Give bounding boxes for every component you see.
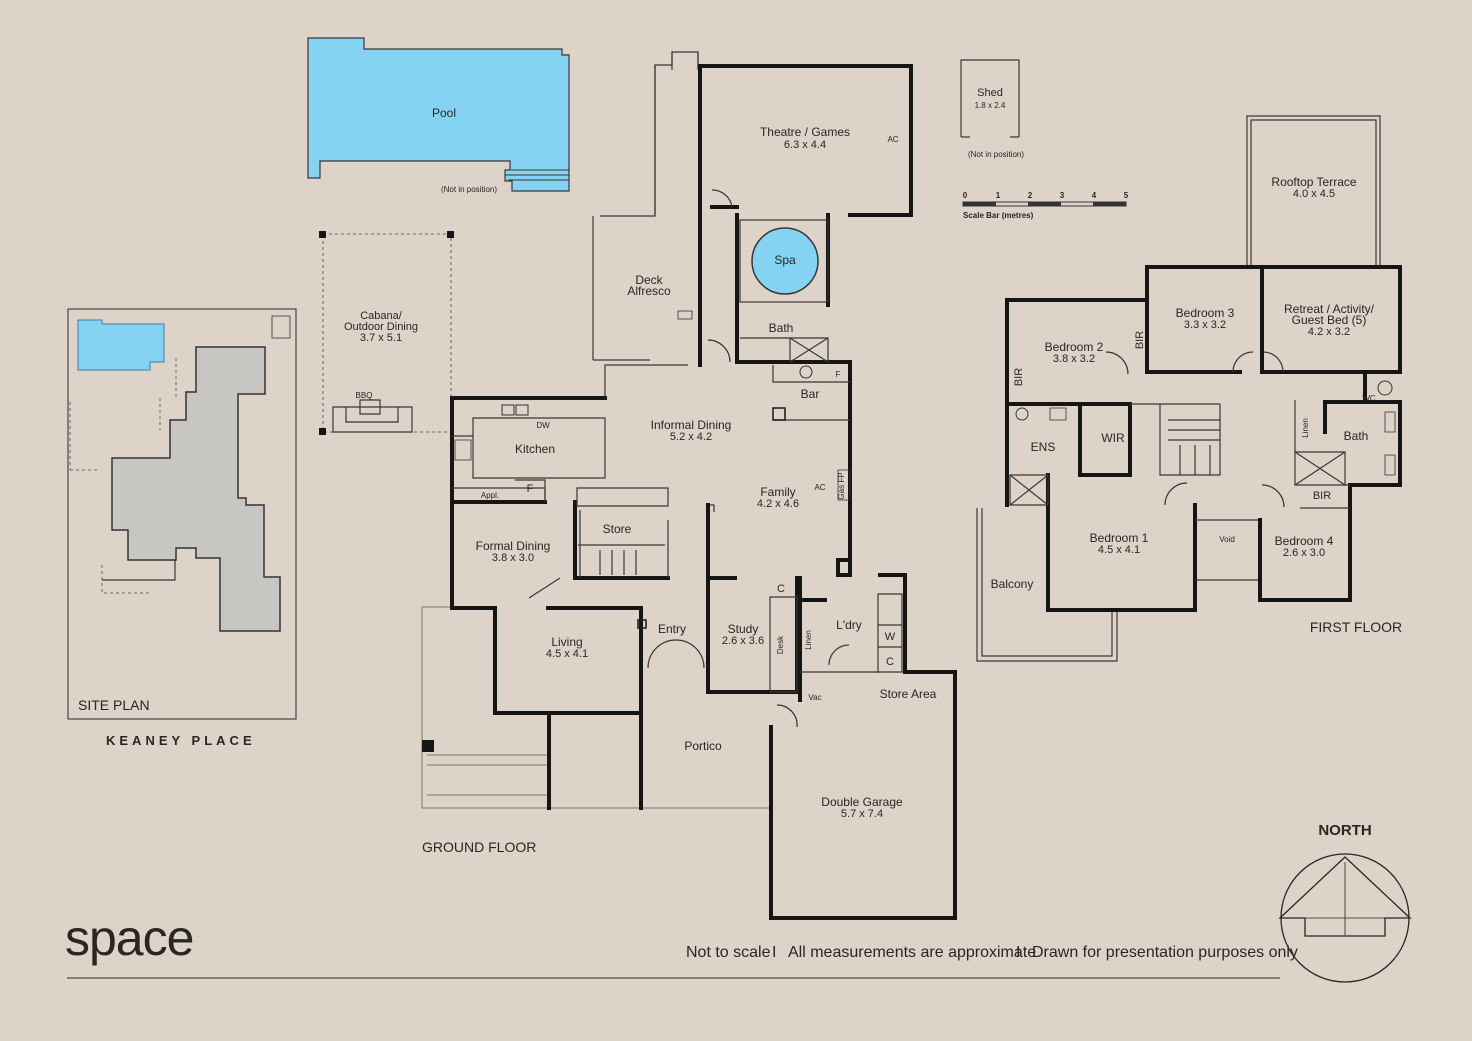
footer-note-2: All measurements are approximate <box>788 944 1036 961</box>
balcony-label: Balcony <box>991 577 1034 591</box>
scale-tick-3: 3 <box>1060 191 1065 200</box>
shed-dims: 1.8 x 2.4 <box>975 101 1006 110</box>
void-label: Void <box>1219 535 1235 544</box>
bed1-label: Bedroom 1 <box>1090 531 1149 545</box>
gas-fp-label: Gas FP <box>837 472 846 499</box>
portico-label: Portico <box>684 739 722 753</box>
dw-label: DW <box>536 421 550 430</box>
cabana-label-1: Cabana/ <box>360 310 403 322</box>
shed: Shed 1.8 x 2.4 (Not in position) <box>960 59 1024 159</box>
f-label-2: F <box>527 483 534 495</box>
vac-label: Vac <box>808 693 821 702</box>
rooftop-label: Rooftop Terrace <box>1271 175 1356 189</box>
cabana-label-2: Outdoor Dining <box>344 321 418 333</box>
theatre-dims: 6.3 x 4.4 <box>784 139 826 151</box>
deck-label-2: Alfresco <box>627 284 671 298</box>
footer-sep-2: I <box>1016 944 1020 961</box>
footer-note-1: Not to scale <box>686 944 771 961</box>
rooftop-dims: 4.0 x 4.5 <box>1293 188 1335 200</box>
site-plan-title: SITE PLAN <box>78 697 150 713</box>
bed2-label: Bedroom 2 <box>1045 340 1104 354</box>
scale-bar: 0 1 2 3 4 5 Scale Bar (metres) <box>962 191 1129 220</box>
family-dims: 4.2 x 4.6 <box>757 498 799 510</box>
informal-dining-dims: 5.2 x 4.2 <box>670 431 712 443</box>
f-label-1: F <box>836 370 841 379</box>
cabana: Cabana/ Outdoor Dining 3.7 x 5.1 BBQ <box>319 231 454 435</box>
laundry-label: L'dry <box>836 618 862 632</box>
store-area-label: Store Area <box>880 687 937 701</box>
bir-label-1: BIR <box>1134 331 1146 349</box>
bed4-dims: 2.6 x 3.0 <box>1283 547 1325 559</box>
scale-tick-5: 5 <box>1124 191 1129 200</box>
north-label: NORTH <box>1318 822 1371 839</box>
bath-label-ff: Bath <box>1344 429 1369 443</box>
ground-floor-title: GROUND FLOOR <box>422 839 536 855</box>
entry-label: Entry <box>658 622 686 636</box>
theatre-label: Theatre / Games <box>760 125 850 139</box>
scale-tick-1: 1 <box>996 191 1001 200</box>
informal-dining-label: Informal Dining <box>651 418 732 432</box>
living-label: Living <box>551 635 582 649</box>
retreat-dims: 4.2 x 3.2 <box>1308 326 1350 338</box>
formal-dining-label: Formal Dining <box>476 539 551 553</box>
ac-label-1: AC <box>887 135 898 144</box>
bed3-dims: 3.3 x 3.2 <box>1184 319 1226 331</box>
pool: Pool (Not in position) <box>307 37 570 194</box>
bed3-label: Bedroom 3 <box>1176 306 1235 320</box>
ac-label-2: AC <box>814 483 825 492</box>
footer-note-3: Drawn for presentation purposes only <box>1032 944 1298 961</box>
retreat-label-1: Retreat / Activity/ <box>1284 302 1375 316</box>
bed4-label: Bedroom 4 <box>1275 534 1334 548</box>
study-label: Study <box>728 622 759 636</box>
family-label: Family <box>760 485 795 499</box>
retreat-label-2: Guest Bed (5) <box>1292 313 1367 327</box>
linen-label-ff: Linen <box>1301 418 1310 438</box>
bar-label: Bar <box>801 387 820 401</box>
spa-tub <box>751 227 819 295</box>
shed-label: Shed <box>977 87 1003 99</box>
north-compass: NORTH <box>1278 822 1412 983</box>
bbq-label: BBQ <box>356 391 373 400</box>
formal-dining-dims: 3.8 x 3.0 <box>492 552 534 564</box>
first-floor: Rooftop Terrace 4.0 x 4.5 Bedroom 2 3.8 … <box>976 115 1402 662</box>
desk-label: Desk <box>776 635 785 654</box>
scale-tick-2: 2 <box>1028 191 1033 200</box>
bed2-dims: 3.8 x 3.2 <box>1053 353 1095 365</box>
scale-tick-0: 0 <box>963 191 968 200</box>
street-name: KEANEY PLACE <box>106 733 256 748</box>
kitchen-label: Kitchen <box>515 442 555 456</box>
living-dims: 4.5 x 4.1 <box>546 648 588 660</box>
c-label-2: C <box>886 656 894 668</box>
footer: space Not to scale I All measurements ar… <box>65 910 1298 979</box>
ground-floor: F F C W C AC AC Gas FP DW Appl. Desk Lin… <box>421 51 957 920</box>
bir-label-2: BIR <box>1013 368 1025 386</box>
first-floor-title: FIRST FLOOR <box>1310 619 1402 635</box>
brand-logo: space <box>65 910 193 966</box>
w-label: W <box>885 631 896 643</box>
ens-label: ENS <box>1031 440 1056 454</box>
garage-dims: 5.7 x 7.4 <box>841 808 883 820</box>
scale-bar-label: Scale Bar (metres) <box>963 211 1034 220</box>
shed-note: (Not in position) <box>968 150 1024 159</box>
c-label-1: C <box>777 583 785 595</box>
scale-tick-4: 4 <box>1092 191 1097 200</box>
store-label: Store <box>603 522 632 536</box>
site-plan: SITE PLAN KEANEY PLACE <box>67 308 297 748</box>
linen-label: Linen <box>804 630 813 650</box>
bir-label-3: BIR <box>1313 490 1331 502</box>
spa-label: Spa <box>774 253 796 267</box>
bed1-dims: 4.5 x 4.1 <box>1098 544 1140 556</box>
appl-label: Appl. <box>481 491 499 500</box>
footer-sep-1: I <box>772 944 776 961</box>
study-dims: 2.6 x 3.6 <box>722 635 764 647</box>
pool-label: Pool <box>432 106 456 120</box>
deck-label-1: Deck <box>635 273 663 287</box>
wir-label: WIR <box>1101 431 1125 445</box>
garage-label: Double Garage <box>821 795 903 809</box>
wc-label: WC <box>1362 394 1376 403</box>
bath-label: Bath <box>769 321 794 335</box>
cabana-dims: 3.7 x 5.1 <box>360 332 402 344</box>
pool-note: (Not in position) <box>441 185 497 194</box>
